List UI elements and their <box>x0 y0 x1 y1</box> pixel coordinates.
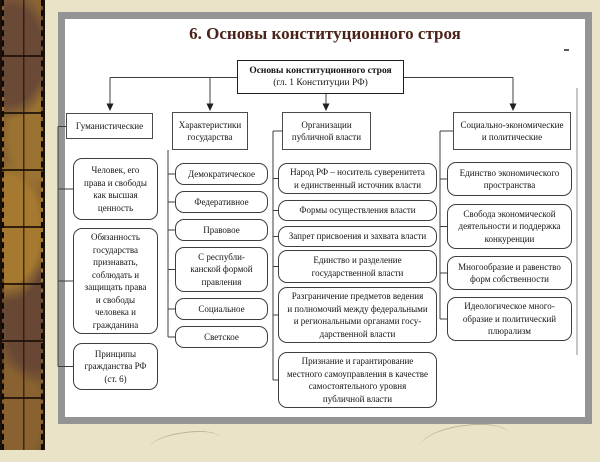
col3-item-5: Разграничение предметов ведения и полном… <box>278 287 437 343</box>
col3-item-2: Формы осуществления власти <box>278 200 437 221</box>
column-header-humanistic: Гуманистические <box>66 113 153 139</box>
col4-item-4: Идеологическое много- образие и политиче… <box>447 297 572 341</box>
col2-item-2: Федеративное <box>175 191 268 213</box>
col1-item-2: Обязанность государства признавать, собл… <box>73 228 158 334</box>
film-strip-border <box>0 0 45 450</box>
slide-title: 6. Основы конституционного строя <box>189 24 461 43</box>
root-box: Основы конституционного строя (гл. 1 Кон… <box>237 60 404 94</box>
col2-item-6: Светское <box>175 326 268 348</box>
col3-item-1: Народ РФ – носитель суверенитета и единс… <box>278 163 437 194</box>
col1-item-1: Человек, его права и свободы как высшая … <box>73 158 158 220</box>
col2-item-1: Демократическое <box>175 163 268 185</box>
col1-item-3: Принципы гражданства РФ (ст. 6) <box>73 343 158 390</box>
root-box-subtitle: (гл. 1 Конституции РФ) <box>273 78 368 88</box>
film-strip-texture <box>2 0 43 450</box>
col2-item-3: Правовое <box>175 219 268 241</box>
col4-item-2: Свобода экономической деятельности и под… <box>447 204 572 249</box>
connector-lines <box>57 49 578 381</box>
col3-item-6: Признание и гарантирование местного само… <box>278 352 437 408</box>
column-header-state-characteristics: Характеристики государства <box>172 112 248 150</box>
root-box-title: Основы конституционного строя <box>249 66 392 76</box>
column-header-public-power: Организации публичной власти <box>282 112 371 150</box>
col4-item-3: Многообразие и равенство форм собственно… <box>447 256 572 290</box>
col2-item-5: Социальное <box>175 298 268 320</box>
col2-item-4: С республи- канской формой правления <box>175 247 268 292</box>
col4-item-1: Единство экономического пространства <box>447 162 572 196</box>
col3-item-4: Единство и разделение государственной вл… <box>278 250 437 283</box>
col3-item-3: Запрет присвоения и захвата власти <box>278 226 437 247</box>
column-header-socioeconomic: Социально-экономические и политические <box>453 112 571 150</box>
arrowheads <box>106 103 517 111</box>
